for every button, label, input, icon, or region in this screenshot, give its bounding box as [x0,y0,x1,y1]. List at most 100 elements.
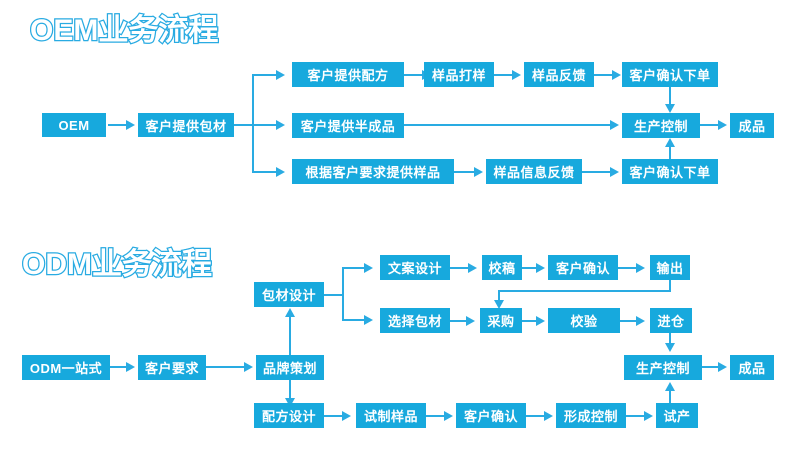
odm-line-output-to-purchase-horizontal [498,290,671,292]
oem-arrow-start-to-packaging [126,120,135,130]
odm-arrow-branding-to-formula-design [285,398,295,407]
oem-line-start-to-packaging [108,124,128,126]
oem-section-title: OEM业务流程 [29,14,220,47]
odm-node-select-package[interactable]: 选择包材 [380,308,450,333]
odm-line-production-to-finished [702,366,720,368]
odm-section-title: ODM业务流程 [21,248,214,281]
odm-node-copy-design[interactable]: 文案设计 [380,255,450,280]
oem-line-b2a-to-production [404,124,612,126]
odm-line-inspection-to-warehouse [620,320,638,322]
odm-arrow-confirm-to-form-control [544,411,553,421]
odm-arrow-confirm-to-output [636,263,645,273]
odm-arrow-trial-sample-to-confirm [444,411,453,421]
oem-line-b3a-b3b [454,171,476,173]
oem-arrow-branch1 [276,70,285,80]
odm-line-proofread-to-confirm [522,267,538,269]
oem-arrow-b2a-to-production [610,120,619,130]
odm-line-copy-to-proofread [450,267,470,269]
oem-arrow-production-to-finished [718,120,727,130]
odm-arrow-proofread-to-confirm [536,263,545,273]
odm-arrow-to-copy-design [364,263,373,273]
odm-arrow-formula-to-trial-sample [342,411,351,421]
odm-node-output[interactable]: 输出 [650,255,690,280]
odm-line-form-control-to-trial-production [626,415,646,417]
odm-line-confirm-to-output [618,267,638,269]
odm-node-inspection[interactable]: 校验 [548,308,620,333]
odm-node-customer-confirm-bottom[interactable]: 客户确认 [456,403,526,428]
odm-arrow-branding-to-package-design [285,308,295,317]
odm-line-trial-production-to-production [669,390,671,403]
oem-line-packaging-trunk [234,124,254,126]
oem-line-branch3 [252,171,278,173]
odm-line-start-to-requirement [110,366,128,368]
oem-node-start[interactable]: OEM [42,113,106,137]
odm-arrow-production-to-finished [718,362,727,372]
oem-line-b1d-to-production [669,87,671,106]
odm-line-purchase-to-inspection [522,320,538,322]
odm-line-formula-to-trial-sample [324,415,344,417]
odm-line-select-to-purchase [450,320,468,322]
oem-line-branch1 [252,74,278,76]
oem-line-b3b-b3c [582,171,612,173]
odm-node-start[interactable]: ODM一站式 [22,355,110,380]
odm-line-purchase-feed [498,290,500,302]
oem-node-branch1-customer-formula[interactable]: 客户提供配方 [292,62,404,87]
oem-node-finished-product[interactable]: 成品 [730,113,774,138]
odm-node-trial-production[interactable]: 试产 [656,403,698,428]
odm-node-package-design[interactable]: 包材设计 [254,282,324,307]
oem-arrow-b1c-b1d [612,70,621,80]
odm-node-brand-planning[interactable]: 品牌策划 [256,355,324,380]
oem-line-production-to-finished [700,124,720,126]
oem-arrow-branch2 [276,120,285,130]
oem-node-branch1-sample-feedback[interactable]: 样品反馈 [524,62,594,87]
odm-node-customer-confirm-top[interactable]: 客户确认 [548,255,618,280]
odm-line-warehouse-to-production [669,333,671,345]
oem-node-branch3-sample-info-feedback[interactable]: 样品信息反馈 [486,159,582,184]
oem-node-branch1-order-confirm[interactable]: 客户确认下单 [622,62,718,87]
odm-line-output-drop [669,280,671,292]
odm-node-formula-design[interactable]: 配方设计 [254,403,324,428]
oem-node-branch3-order-confirm[interactable]: 客户确认下单 [622,159,718,184]
oem-node-branch1-sample-proof[interactable]: 样品打样 [424,62,494,87]
oem-arrow-b1b-b1c [512,70,521,80]
oem-line-branch2 [252,124,278,126]
oem-node-packaging[interactable]: 客户提供包材 [138,113,234,137]
odm-line-branding-to-package-design [289,316,291,355]
odm-line-requirement-to-branding [206,366,246,368]
odm-node-warehouse[interactable]: 进仓 [650,308,692,333]
odm-line-to-copy-design [342,267,366,269]
oem-arrow-b1d-to-production [665,104,675,113]
odm-node-customer-requirement[interactable]: 客户要求 [138,355,206,380]
odm-arrow-to-select-package [364,315,373,325]
odm-node-trial-sample[interactable]: 试制样品 [356,403,426,428]
odm-arrow-inspection-to-warehouse [636,316,645,326]
oem-node-branch2-semi-finished[interactable]: 客户提供半成品 [292,113,404,138]
odm-arrow-select-to-purchase [466,316,475,326]
odm-line-trial-sample-to-confirm [426,415,446,417]
oem-node-production-control[interactable]: 生产控制 [622,113,700,138]
odm-arrow-copy-to-proofread [468,263,477,273]
odm-arrow-purchase-to-inspection [536,316,545,326]
odm-arrow-requirement-to-branding [244,362,253,372]
oem-node-branch3-provide-sample[interactable]: 根据客户要求提供样品 [292,159,454,184]
odm-arrow-trial-production-to-production [665,382,675,391]
oem-line-b1a-b1b [404,74,424,76]
odm-node-purchase[interactable]: 采购 [480,308,522,333]
oem-line-b1b-b1c [494,74,514,76]
oem-arrow-b3b-b3c [610,167,619,177]
odm-arrow-form-control-to-trial-production [644,411,653,421]
odm-node-proofread[interactable]: 校稿 [482,255,522,280]
odm-node-production-control[interactable]: 生产控制 [624,355,702,380]
odm-line-to-select-package [342,319,366,321]
odm-line-confirm-to-form-control [526,415,546,417]
odm-node-finished-product[interactable]: 成品 [730,355,774,380]
oem-arrow-branch3 [276,167,285,177]
odm-node-form-control[interactable]: 形成控制 [556,403,626,428]
odm-line-package-design-trunk [324,294,344,296]
oem-line-b3c-to-production [669,146,671,159]
oem-arrow-b3c-to-production [665,138,675,147]
odm-line-branding-to-formula-design [289,380,291,400]
odm-arrow-warehouse-to-production [665,343,675,352]
odm-arrow-start-to-requirement [126,362,135,372]
